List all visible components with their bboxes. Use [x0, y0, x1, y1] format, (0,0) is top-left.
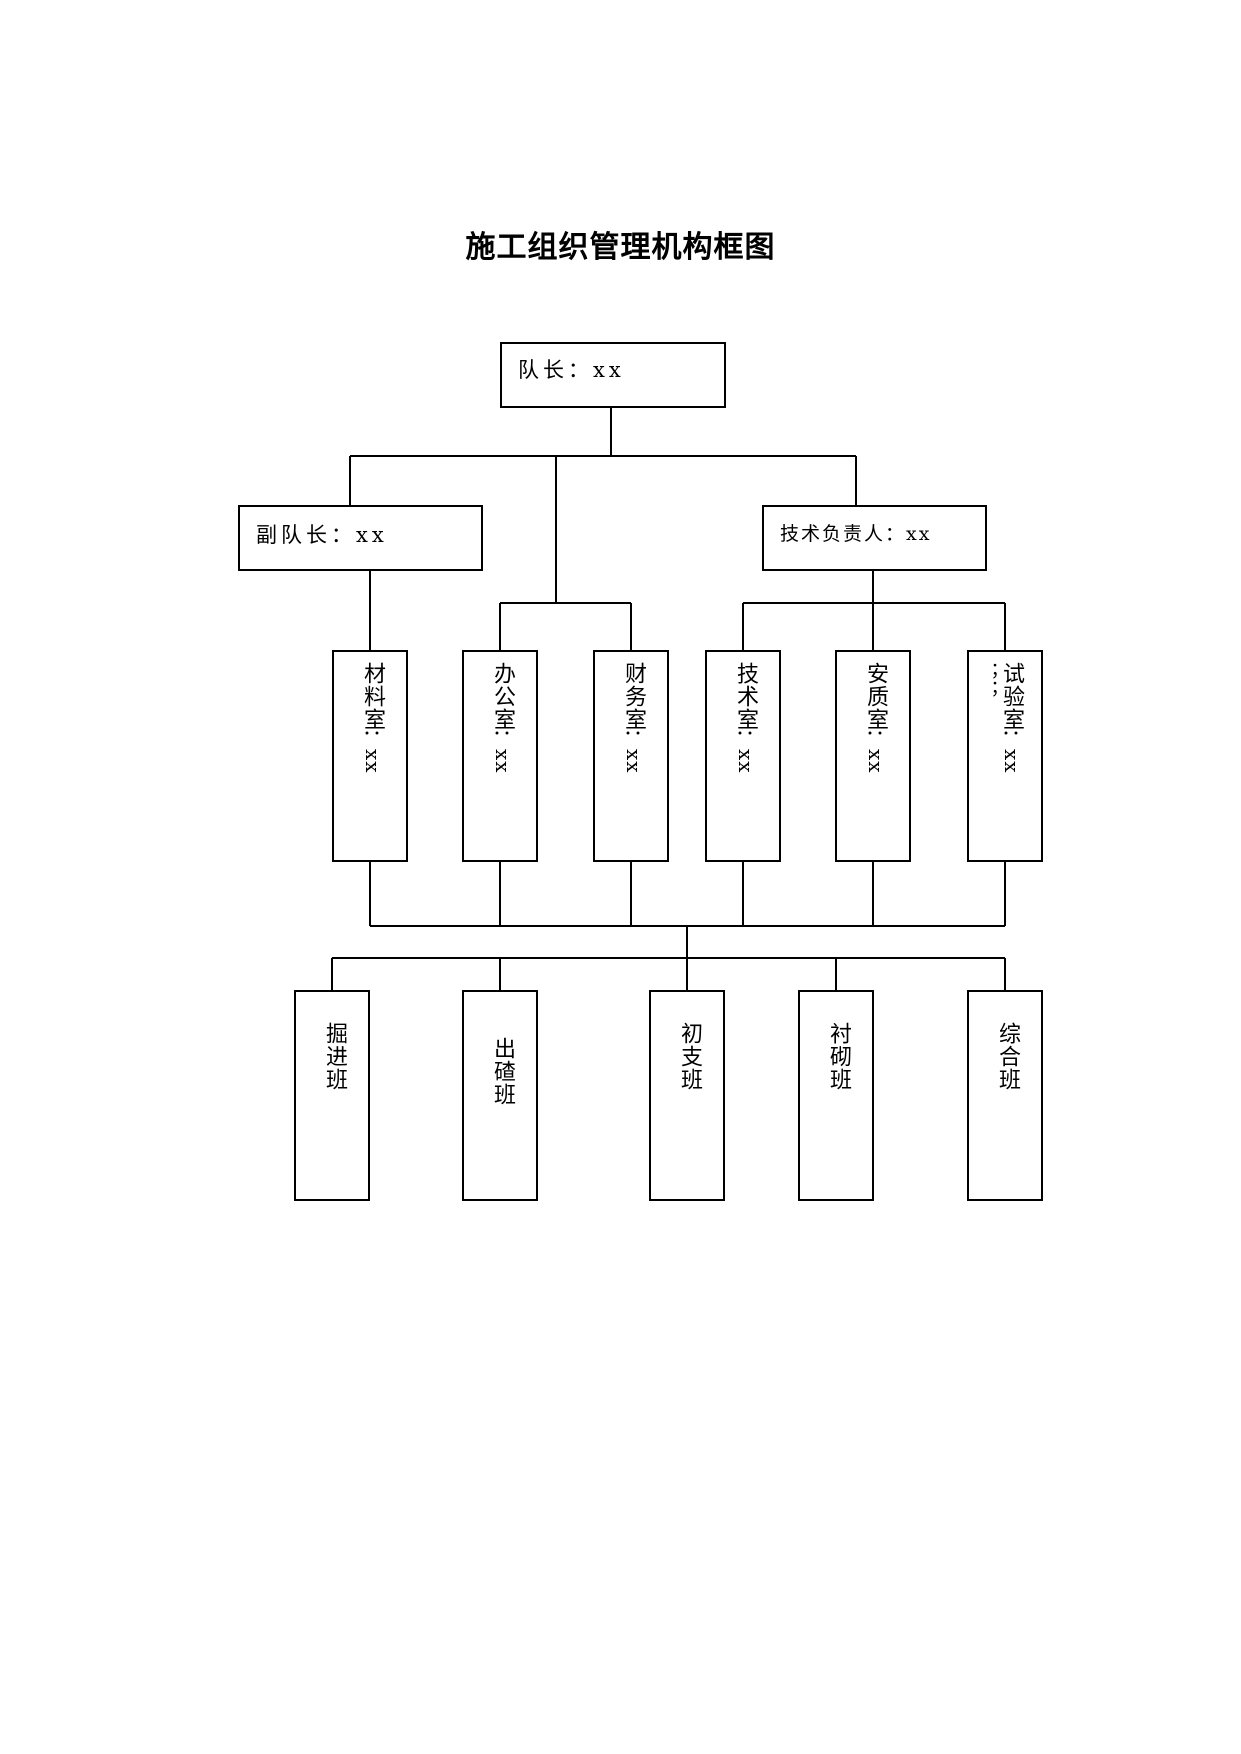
department-person: ：xx [491, 728, 515, 774]
team-name: 出碴班 [490, 1037, 515, 1106]
department-box-finance: 财务室 ：xx [593, 650, 669, 862]
department-box-safety-quality: 安质室 ：xx [835, 650, 911, 862]
department-name: 试验室 [999, 662, 1024, 731]
department-person: ：xx [361, 728, 385, 774]
team-name: 掘进班 [322, 1022, 347, 1091]
department-extra: ；； [979, 662, 1000, 698]
department-box-office: 办公室 ：xx [462, 650, 538, 862]
team-box-mucking: 出碴班 [462, 990, 538, 1201]
team-name: 综合班 [995, 1022, 1020, 1091]
leader-label: 队长：xx [518, 358, 625, 382]
page-title: 施工组织管理机构框图 [465, 230, 776, 265]
team-box-excavation: 掘进班 [294, 990, 370, 1201]
department-person: ：xx [1000, 728, 1024, 774]
team-box-general: 综合班 [967, 990, 1043, 1201]
department-name: 安质室 [863, 662, 888, 731]
department-person: ：xx [622, 728, 646, 774]
department-name: 技术室 [733, 662, 758, 731]
team-box-initial-support: 初支班 [649, 990, 725, 1201]
department-box-materials: 材料室 ：xx [332, 650, 408, 862]
leader-box: 队长：xx [500, 342, 726, 408]
department-person: ：xx [864, 728, 888, 774]
department-name: 财务室 [621, 662, 646, 731]
department-name: 材料室 [360, 662, 385, 731]
team-name: 初支班 [677, 1022, 702, 1091]
team-box-lining: 衬砌班 [798, 990, 874, 1201]
tech-head-label: 技术负责人：xx [780, 523, 932, 545]
deputy-leader-label: 副队长：xx [256, 523, 388, 547]
team-name: 衬砌班 [826, 1022, 851, 1091]
department-person: ：xx [734, 728, 758, 774]
tech-head-box: 技术负责人：xx [762, 505, 987, 571]
department-box-laboratory: ；； 试验室 ：xx [967, 650, 1043, 862]
department-box-technical: 技术室 ：xx [705, 650, 781, 862]
department-name: 办公室 [490, 662, 515, 731]
deputy-leader-box: 副队长：xx [238, 505, 483, 571]
